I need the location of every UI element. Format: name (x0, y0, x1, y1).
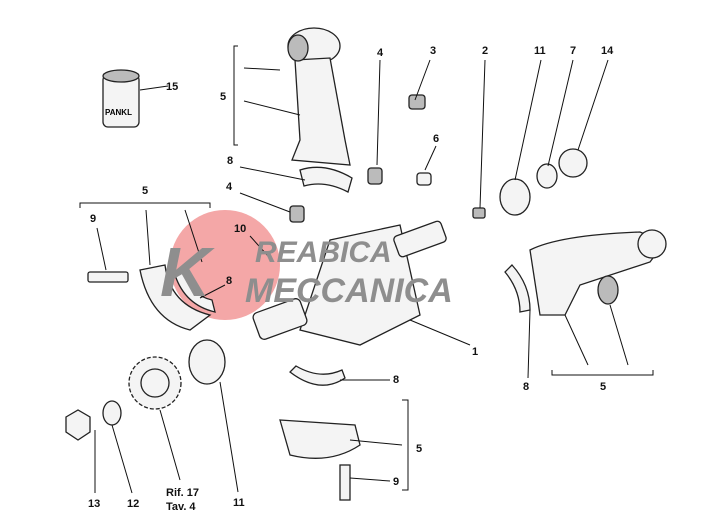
callout-4: 4 (377, 47, 384, 59)
crankshaft (252, 220, 447, 346)
watermark-circle (170, 210, 280, 320)
callout-14: 14 (601, 45, 614, 57)
callout-3: 3 (430, 45, 436, 57)
callout-4: 4 (226, 181, 233, 193)
callout-1: 1 (472, 346, 478, 358)
timing-gear (65, 339, 226, 441)
reference-tav: Tav. 4 (166, 501, 196, 513)
watermark-letter: K (160, 233, 215, 311)
callout-15: 15 (166, 81, 178, 93)
callout-2: 2 (482, 45, 488, 57)
callout-5: 5 (220, 91, 226, 103)
leader-lines (79, 45, 654, 494)
callout-10: 10 (234, 223, 246, 235)
callout-6: 6 (433, 133, 439, 145)
watermark-line2: MECCANICA (245, 272, 453, 310)
callout-8: 8 (227, 155, 233, 167)
callout-9: 9 (393, 476, 399, 488)
callout-12: 12 (127, 498, 139, 510)
connecting-rod-cap-lower (279, 365, 361, 501)
callout-13: 13 (88, 498, 100, 510)
part-15-bushing: PANKL (102, 69, 140, 128)
callout-5: 5 (416, 443, 422, 455)
reference-rif: Rif. 17 (166, 487, 199, 499)
connecting-rod-cap-left (87, 264, 216, 331)
watermark-line1: REABICA (255, 236, 392, 269)
callout-5: 5 (142, 185, 148, 197)
callout-11: 11 (233, 497, 245, 509)
small-parts (289, 94, 588, 223)
connecting-rod-upper (287, 27, 353, 193)
callout-8: 8 (393, 374, 399, 386)
watermark-logo: K REABICA MECCANICA (160, 233, 453, 311)
callout-7: 7 (570, 45, 576, 57)
callout-8: 8 (226, 275, 232, 287)
part-marking: PANKL (105, 108, 132, 117)
callout-5: 5 (600, 381, 606, 393)
callout-8: 8 (523, 381, 529, 393)
callout-labels: 15 5 4 3 2 11 7 14 6 8 4 5 9 10 8 1 8 8 … (88, 45, 614, 513)
callout-9: 9 (90, 213, 96, 225)
connecting-rod-right (504, 229, 667, 316)
callout-11: 11 (534, 45, 546, 57)
